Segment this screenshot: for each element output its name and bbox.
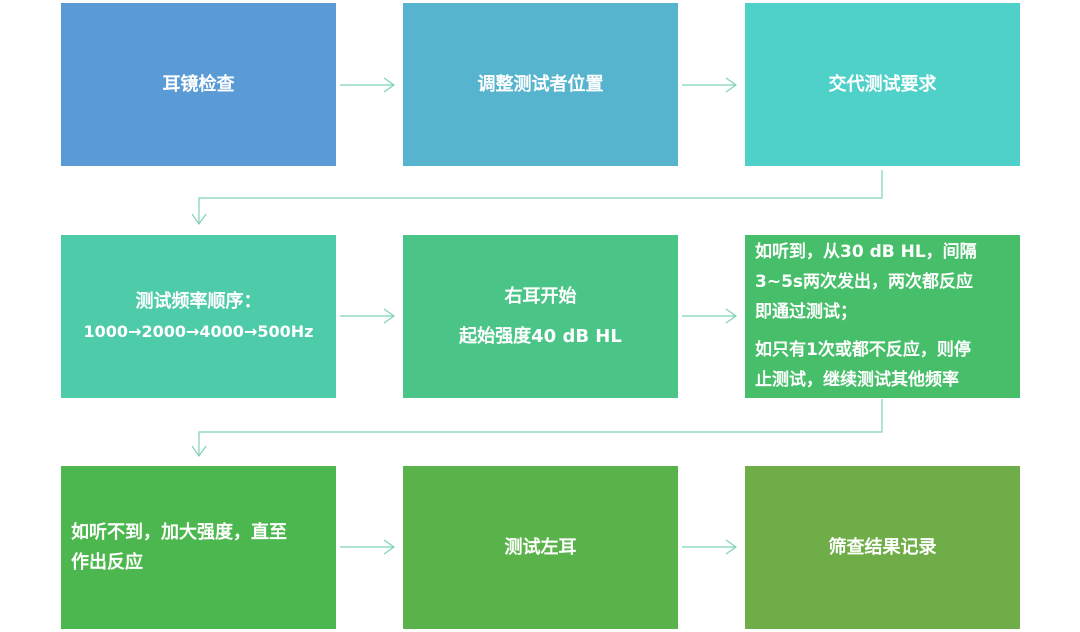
arrow-position-to-instructions	[682, 77, 738, 93]
heard-rule-line1: 如听到，从30 dB HL，间隔	[755, 242, 977, 262]
fail-rule-line1: 如只有1次或都不反应，则停	[755, 340, 971, 360]
frequency-order: 1000→2000→4000→500Hz	[83, 321, 314, 341]
not-heard-line2: 作出反应	[71, 551, 143, 573]
step-record-box: 筛查结果记录	[745, 466, 1020, 629]
arrow-right-ear-to-result	[682, 308, 738, 324]
step-not-heard-box: 如听不到，加大强度，直至 作出反应	[61, 466, 336, 629]
step-position-label: 调整测试者位置	[477, 73, 604, 95]
arrow-not-heard-to-left-ear	[340, 539, 396, 555]
arrow-left-ear-to-record	[682, 539, 738, 555]
frequency-title: 测试频率顺序：	[135, 290, 262, 312]
connector-row1-to-row2	[191, 170, 883, 226]
step-record-label: 筛查结果记录	[828, 536, 937, 558]
heard-rule-line3: 即通过测试；	[755, 302, 857, 322]
step-left-ear-label: 测试左耳	[504, 536, 577, 558]
heard-rule-line2: 3~5s两次发出，两次都反应	[755, 272, 974, 292]
arrow-frequency-to-right-ear	[340, 308, 396, 324]
connector-row2-to-row3	[191, 399, 883, 458]
step-otoscope-box: 耳镜检查	[61, 3, 336, 166]
step-right-ear-box: 右耳开始 起始强度40 dB HL	[403, 235, 678, 398]
step-frequency-box: 测试频率顺序： 1000→2000→4000→500Hz	[61, 235, 336, 398]
right-ear-intensity: 起始强度40 dB HL	[459, 325, 622, 347]
step-otoscope-label: 耳镜检查	[162, 73, 235, 95]
fail-rule-line2: 止测试，继续测试其他频率	[755, 370, 959, 390]
step-result-box: 如听到，从30 dB HL，间隔 3~5s两次发出，两次都反应 即通过测试； 如…	[745, 235, 1020, 398]
step-instructions-label: 交代测试要求	[828, 73, 937, 95]
step-instructions-box: 交代测试要求	[745, 3, 1020, 166]
right-ear-start: 右耳开始	[504, 285, 577, 307]
not-heard-line1: 如听不到，加大强度，直至	[71, 521, 287, 543]
arrow-otoscope-to-position	[340, 77, 396, 93]
step-left-ear-box: 测试左耳	[403, 466, 678, 629]
step-position-box: 调整测试者位置	[403, 3, 678, 166]
